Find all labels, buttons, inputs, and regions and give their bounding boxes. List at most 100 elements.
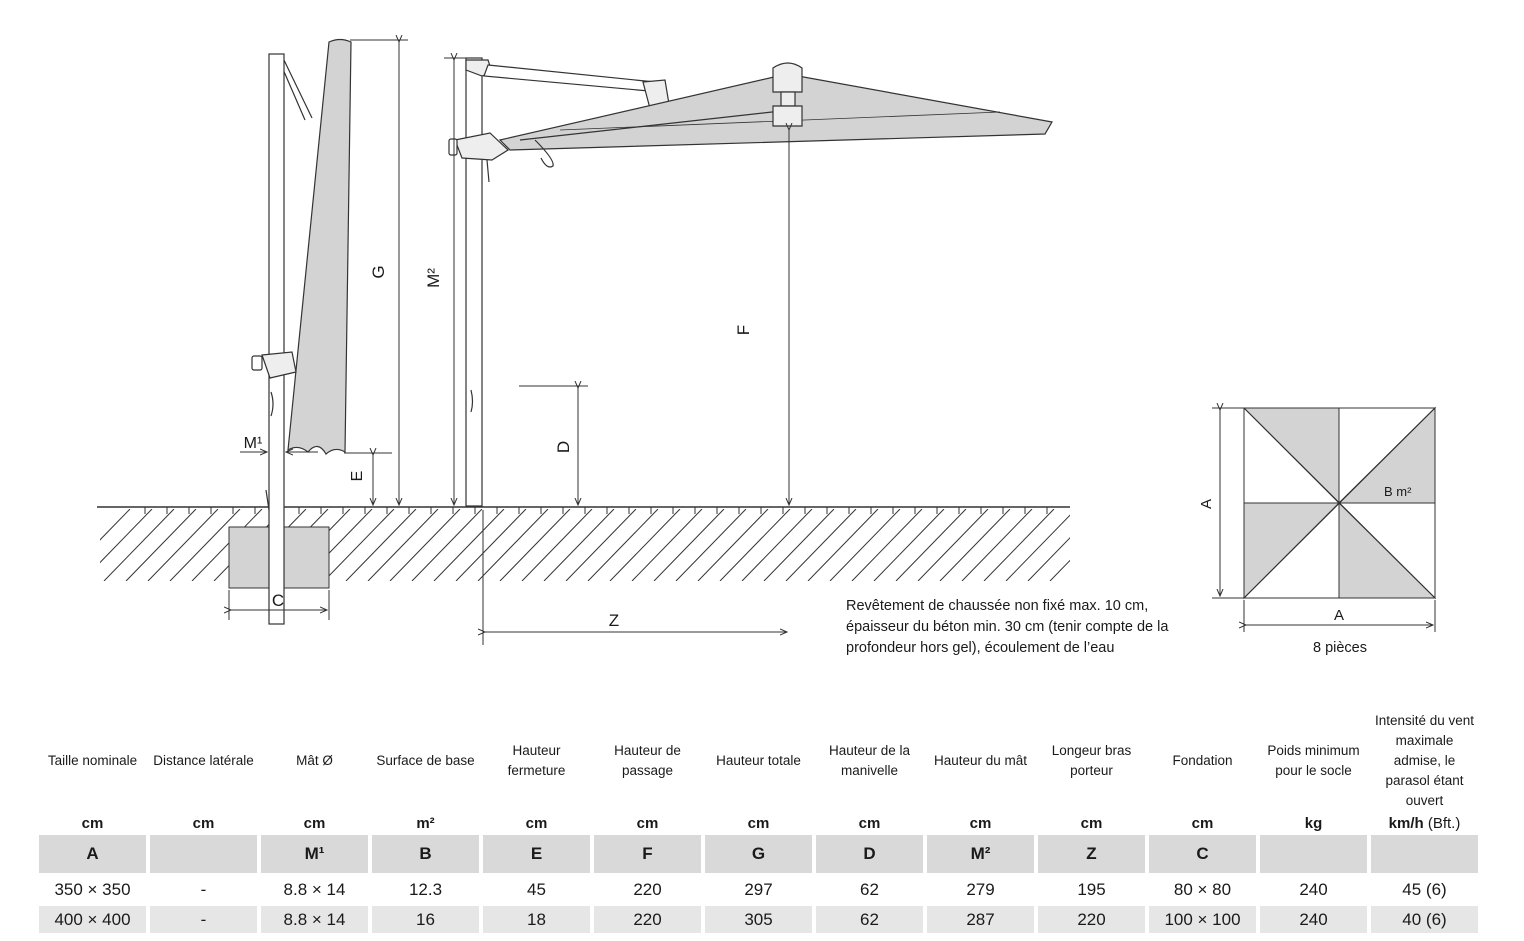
ground-hatch-line [587, 509, 659, 581]
label-M2: M² [424, 268, 443, 288]
table-cell: 220 [1038, 906, 1145, 933]
ground-hatch-line [697, 509, 769, 581]
code-cell [1371, 835, 1478, 873]
ground-hatch-line [323, 509, 395, 581]
ground-hatch-line [741, 509, 813, 581]
label-M1: M¹ [244, 435, 263, 452]
header-cell: Hauteur fermeture [507, 743, 566, 778]
table-cell: 8.8 × 14 [283, 879, 346, 899]
table-cell: 195 [1077, 879, 1106, 899]
code-cell: F [594, 835, 701, 873]
table-cell: 80 × 80 [1173, 879, 1232, 899]
codes-row: A M¹ B E F G D M² Z C [39, 835, 1478, 873]
table-cell: 240 [1260, 906, 1367, 933]
label-A-side: A [1198, 499, 1215, 509]
ground-hatch-line [103, 509, 175, 581]
ground-hatch-line [1005, 514, 1070, 581]
ground-hatch-line [543, 509, 615, 581]
ground-hatch-line [389, 509, 461, 581]
table-cell: 45 (6) [1402, 879, 1447, 899]
spec-table: Taille nominale Distance latérale Mât Ø … [35, 708, 1482, 936]
code-cell: Z [1038, 835, 1145, 873]
unit-cell: kg [1304, 815, 1323, 832]
code-cell: E [483, 835, 590, 873]
canopy-top-view: A A B m² [1198, 408, 1437, 632]
ground-hatch-line [807, 509, 879, 581]
label-D: D [554, 441, 573, 453]
ground-hatch-line [1027, 537, 1070, 581]
header-cell: Hauteur du mât [933, 753, 1028, 768]
ground-hatch-line [433, 509, 505, 581]
ground-hatch-line [961, 509, 1033, 581]
ground-hatch-line [895, 509, 967, 581]
ground-hatch-line [455, 509, 527, 581]
table-cell: 12.3 [408, 879, 443, 899]
unit-cell: cm [969, 815, 992, 832]
header-cell: Taille nominale [47, 753, 138, 768]
table-cell: 220 [594, 906, 701, 933]
ground-hatch-line [367, 509, 439, 581]
header-cell: Fondation [1172, 753, 1233, 768]
table-cell: - [150, 906, 257, 933]
code-cell [1260, 835, 1367, 873]
unit-cell: cm [1191, 815, 1214, 832]
code-cell: A [39, 835, 146, 873]
ground-hatch-line [191, 509, 263, 581]
label-E: E [349, 471, 366, 482]
table-cell: 240 [1299, 879, 1328, 899]
table-cell: 287 [927, 906, 1034, 933]
units-row: cm cm cm m² cm cm cm cm cm cm cm kg km/h… [39, 814, 1478, 832]
ground-hatch-line [851, 509, 923, 581]
table-cell: 40 (6) [1371, 906, 1478, 933]
unit-cell: cm [1080, 815, 1103, 832]
ground-hatch-line [1072, 509, 1142, 581]
parasol-diagram: G M² F D E M¹ C Z A A B m² [97, 0, 1437, 645]
table-cell: 8.8 × 14 [261, 906, 368, 933]
ground-hatch-line [411, 509, 483, 581]
unit-bft: (Bft.) [1427, 815, 1461, 832]
unit-cell: cm [81, 815, 104, 832]
code-cell: B [372, 835, 479, 873]
table-cell: 220 [633, 879, 662, 899]
ground-hatch-line [609, 509, 681, 581]
dimension-labels: G M² F D E M¹ C Z [244, 265, 753, 630]
table-row: 400 × 400 - 8.8 × 14 16 18 220 305 62 28… [39, 906, 1478, 933]
label-A-bottom: A [1334, 607, 1344, 624]
table-cell: 400 × 400 [39, 906, 146, 933]
code-cell: M¹ [261, 835, 368, 873]
ground-hatch-line [939, 509, 1011, 581]
ground-hatch-line [499, 509, 571, 581]
note-line: Revêtement de chaussée non fixé max. 10 … [846, 598, 1149, 614]
ground-hatch-line [873, 509, 945, 581]
table-cell: 16 [372, 906, 479, 933]
ground-hatch-line [125, 509, 197, 581]
ground-hatch-line [521, 509, 593, 581]
installation-note: Revêtement de chaussée non fixé max. 10 … [846, 596, 1176, 659]
header-cell: Surface de base [376, 753, 475, 768]
unit-cell-wind: km/h (Bft.) [1371, 814, 1478, 832]
table-cell: 297 [744, 879, 773, 899]
ground-hatch-line [1094, 509, 1164, 581]
label-Z: Z [609, 611, 619, 630]
ground-hatch-line [477, 509, 549, 581]
code-cell [150, 835, 257, 873]
header-cell: Hauteur de la manivelle [828, 743, 911, 778]
label-F: F [734, 325, 753, 335]
unit-cell: m² [416, 815, 435, 832]
ground-hatch-line [829, 509, 901, 581]
ground-hatch-line [719, 509, 791, 581]
ground-hatch-line [169, 509, 241, 581]
ground-hatch-line [100, 509, 153, 564]
table-cell: 62 [816, 906, 923, 933]
code-cell: D [816, 835, 923, 873]
table-cell: 350 × 350 [54, 879, 131, 899]
ground-hatch-line [675, 509, 747, 581]
ground-hatch-line [653, 509, 725, 581]
header-cell: Poids minimum pour le socle [1267, 743, 1360, 778]
ground-hatch-line [763, 509, 835, 581]
label-B: B m² [1384, 484, 1412, 499]
unit-cell: cm [747, 815, 770, 832]
closed-parasol [251, 38, 352, 625]
unit-cell: cm [525, 815, 548, 832]
unit-kmh: km/h [1388, 815, 1424, 832]
